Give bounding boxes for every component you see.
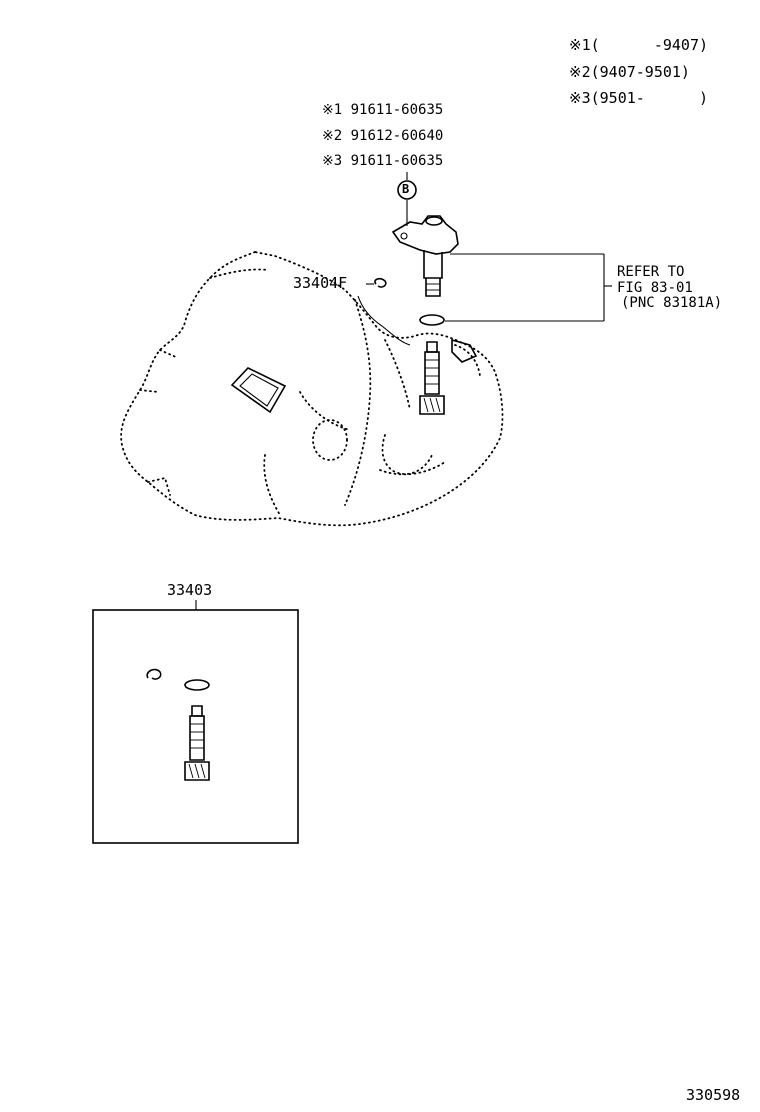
legend-line-1: ※1( -9407) (569, 36, 709, 54)
refer-line-1: REFER TO (617, 264, 685, 280)
refer-bracket (445, 253, 612, 322)
legend-line-2: ※2(9407-9501) (569, 63, 690, 81)
part-label-clip: 33404F (293, 274, 348, 292)
transmission-housing (120, 251, 504, 527)
figure-number: 330598 (686, 1086, 741, 1104)
callout-b-label: B (402, 182, 410, 196)
legend-line-3: ※3(9501- ) (569, 89, 709, 107)
bolt-variant-3: ※3 91611-60635 (322, 153, 444, 169)
bolt-variant-2: ※2 91612-60640 (322, 128, 444, 144)
callout-b-circle (397, 180, 417, 200)
kit-box (92, 600, 299, 844)
bolt-variant-1: ※1 91611-60635 (322, 102, 444, 118)
driven-gear-shaft (419, 341, 445, 415)
refer-line-3: (PNC 83181A) (621, 295, 723, 311)
o-ring (419, 314, 445, 326)
refer-line-2: FIG 83-01 (617, 280, 693, 296)
speed-sensor (391, 215, 459, 297)
clip-part (374, 277, 387, 288)
part-label-kit: 33403 (167, 581, 213, 599)
